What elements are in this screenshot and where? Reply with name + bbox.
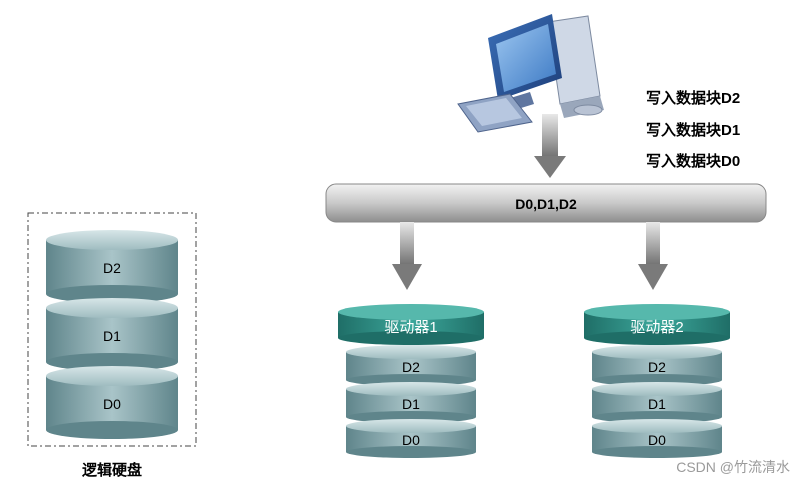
- write-arrow-to-bus: [534, 114, 566, 178]
- write-label-d0: 写入数据块D0: [646, 152, 740, 170]
- drive-block-d0: D0: [346, 419, 476, 458]
- logical-disk-caption: 逻辑硬盘: [82, 461, 142, 479]
- logical-block-d1: D1: [46, 298, 178, 371]
- bus-label: D0,D1,D2: [515, 196, 577, 212]
- logical-block-label: D1: [103, 328, 121, 344]
- drive-header: 驱动器2: [584, 304, 730, 345]
- drive-block-label: D0: [402, 432, 420, 448]
- arrow-to-drive-1: [392, 222, 422, 290]
- drive-block-label: D1: [648, 396, 666, 412]
- watermark: CSDN @竹流清水: [676, 459, 790, 475]
- drive-block-d1: D1: [346, 382, 476, 423]
- drive-block-d2: D2: [592, 345, 722, 386]
- drive-block-label: D2: [402, 359, 420, 375]
- drive-header: 驱动器1: [338, 304, 484, 345]
- write-label-d2: 写入数据块D2: [646, 89, 740, 107]
- write-label-d1: 写入数据块D1: [646, 121, 740, 139]
- drive-name: 驱动器1: [384, 319, 437, 336]
- write-labels: 写入数据块D2 写入数据块D1 写入数据块D0: [646, 89, 740, 170]
- arrow-to-drive-2: [638, 222, 668, 290]
- drive-name: 驱动器2: [630, 319, 683, 336]
- logical-block-label: D0: [103, 396, 121, 412]
- drive-block-d0: D0: [592, 419, 722, 458]
- drive-2: 驱动器2 D2 D1 D0: [584, 304, 730, 458]
- drive-block-label: D0: [648, 432, 666, 448]
- logical-block-label: D2: [103, 260, 121, 276]
- data-bus: D0,D1,D2: [325, 183, 767, 223]
- drive-block-label: D1: [402, 396, 420, 412]
- drive-block-d2: D2: [346, 345, 476, 386]
- drive-block-d1: D1: [592, 382, 722, 423]
- computer-icon: [457, 14, 604, 133]
- logical-disk: D2 D1 D0 逻辑硬盘: [27, 212, 197, 479]
- drive-1: 驱动器1 D2 D1 D0: [338, 304, 484, 458]
- logical-block-d0: D0: [46, 366, 178, 439]
- logical-block-d2: D2: [46, 230, 178, 303]
- drive-block-label: D2: [648, 359, 666, 375]
- logical-disk-frame: [27, 212, 197, 447]
